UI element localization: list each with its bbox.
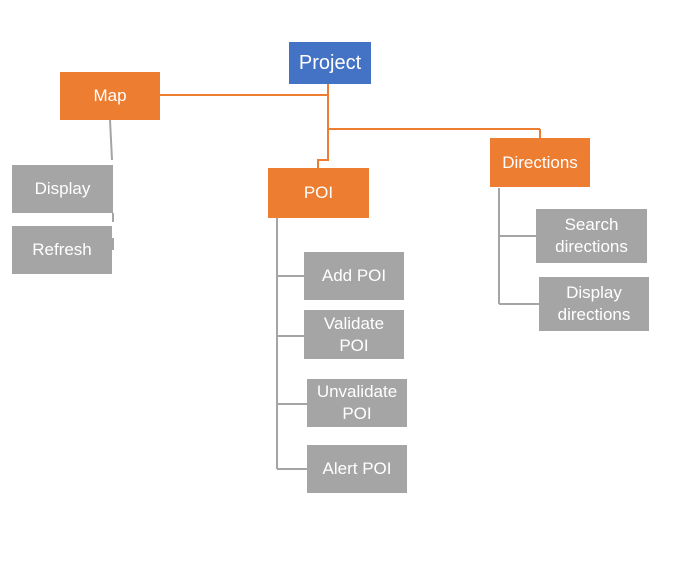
node-poi-unvalidate: Unvalidate POI <box>307 379 407 427</box>
node-poi-validate-label: Validate POI <box>323 313 385 355</box>
node-poi-add-label: Add POI <box>321 266 387 285</box>
node-map: Map <box>60 72 160 120</box>
node-project: Project <box>289 42 371 84</box>
node-map-label: Map <box>93 86 127 105</box>
node-directions-label: Directions <box>502 152 578 172</box>
node-poi-add: Add POI <box>304 252 404 300</box>
node-directions: Directions <box>490 138 590 187</box>
node-project-label: Project <box>298 52 362 74</box>
connector-map-children <box>109 119 113 161</box>
node-poi: POI <box>268 168 369 218</box>
node-poi-alert-label: Alert POI <box>322 459 392 478</box>
node-poi-validate: Validate POI <box>304 310 404 359</box>
node-map-refresh: Refresh <box>12 226 112 274</box>
node-poi-label: POI <box>303 183 334 202</box>
node-directions-display-label: Display directions <box>557 283 631 324</box>
node-directions-search: Search directions <box>536 209 647 263</box>
node-map-display: Display <box>12 165 113 213</box>
node-directions-display: Display directions <box>539 277 649 331</box>
node-poi-unvalidate-label: Unvalidate POI <box>316 382 398 423</box>
node-poi-alert: Alert POI <box>307 445 407 493</box>
node-directions-search-label: Search directions <box>555 215 628 256</box>
node-map-display-label: Display <box>34 179 91 198</box>
node-map-refresh-label: Refresh <box>32 240 92 259</box>
